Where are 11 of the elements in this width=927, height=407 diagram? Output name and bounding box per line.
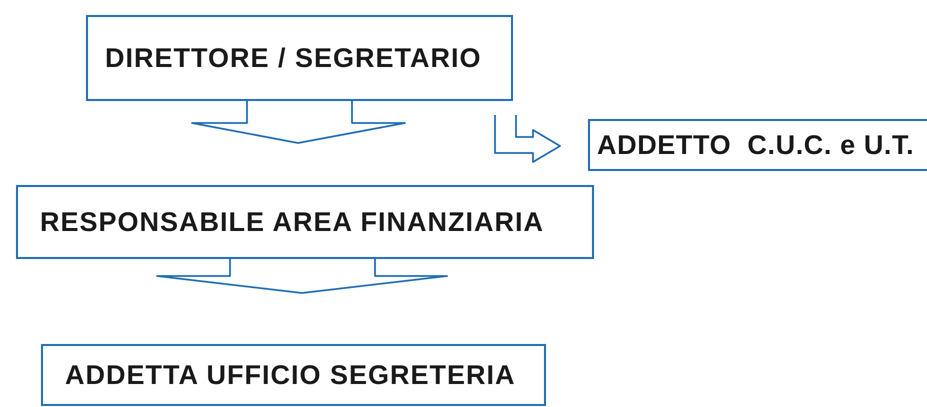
role-title: ADDETTA UFFICIO SEGRETERIA bbox=[65, 360, 516, 390]
role-title: DIRETTORE / SEGRETARIO bbox=[105, 42, 482, 74]
block-arrow bbox=[156, 258, 448, 294]
role-box bbox=[86, 15, 513, 101]
role-box bbox=[588, 119, 927, 171]
block-arrow bbox=[494, 114, 561, 163]
role-box bbox=[41, 344, 546, 406]
role-box bbox=[16, 185, 594, 259]
block-arrow bbox=[191, 100, 406, 144]
role-title: RESPONSABILE AREA FINANZIARIA bbox=[40, 206, 544, 238]
role-title: ADDETTO C.U.C. e U.T. bbox=[597, 130, 914, 160]
